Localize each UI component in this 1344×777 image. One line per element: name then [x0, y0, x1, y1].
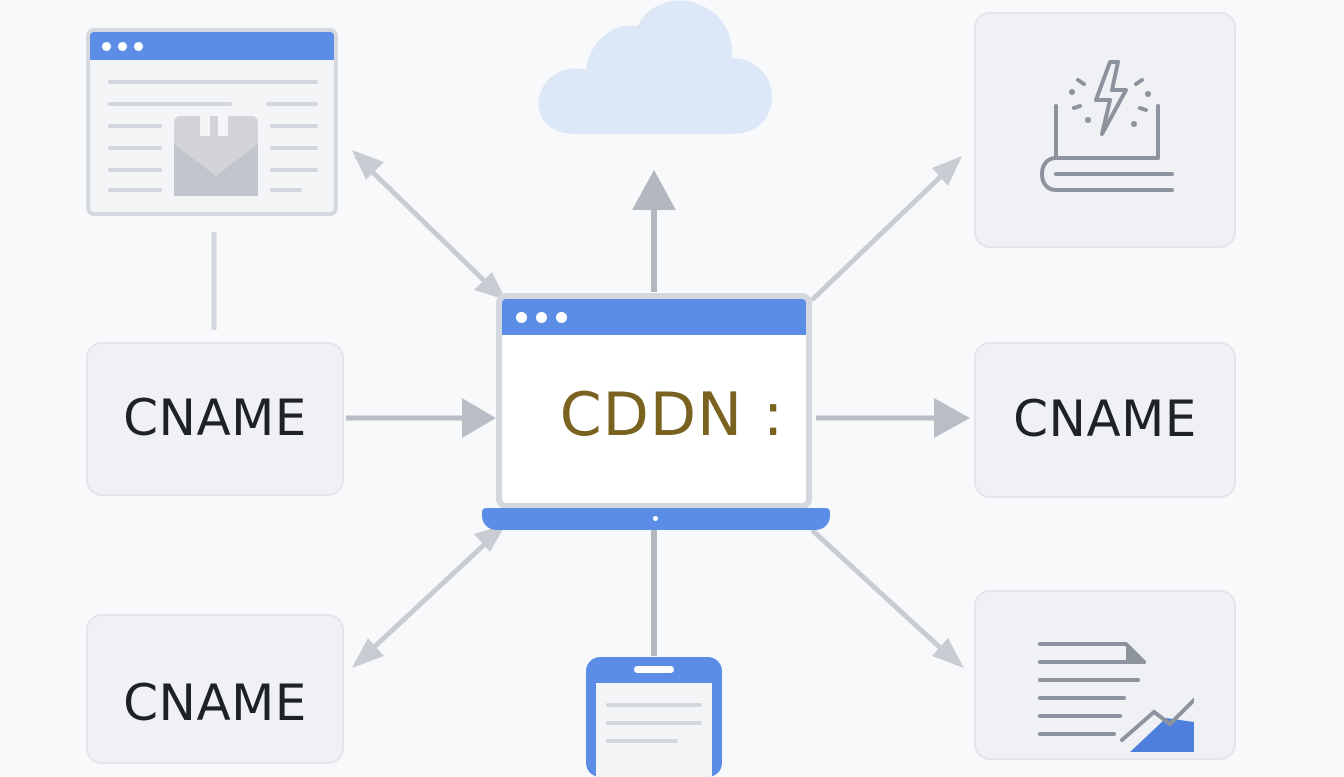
page-content-lines — [108, 80, 318, 196]
arrowhead-browser-end — [474, 272, 506, 300]
mobile-phone-icon — [586, 657, 722, 777]
phone-content-lines — [606, 703, 702, 743]
cname-label: CNAME — [123, 389, 307, 447]
connector-laptop-fast — [810, 158, 960, 302]
document-chart-card — [974, 590, 1236, 760]
window-dot — [118, 42, 127, 51]
window-dot — [536, 312, 547, 323]
cname-node-right: CNAME — [974, 342, 1236, 498]
window-dot — [134, 42, 143, 51]
cname-label: CNAME — [1013, 390, 1197, 448]
cname-node-left: CNAME — [86, 342, 344, 496]
web-page-icon — [86, 28, 338, 216]
window-dot — [516, 312, 527, 323]
laptop-notch — [653, 516, 658, 521]
laptop-title-bar — [502, 299, 806, 335]
arrowhead-bottom-laptop — [474, 524, 506, 552]
cname-node-bottom-left: CNAME — [86, 614, 344, 764]
arrowhead-cloud — [632, 170, 676, 210]
arrowhead-cname-left — [462, 398, 496, 438]
arrowhead-cname-right — [934, 398, 970, 438]
inbox-tray-icon — [174, 116, 258, 196]
cname-label: CNAME — [123, 674, 307, 732]
window-dot — [102, 42, 111, 51]
connector-cname-bottom-laptop — [354, 528, 502, 666]
laptop-base — [482, 508, 830, 530]
connector-laptop-doc — [810, 528, 960, 666]
window-dot — [556, 312, 567, 323]
arrowhead-bottom-start — [352, 638, 384, 668]
arrowhead-browser-start — [352, 150, 384, 180]
cloud-icon — [538, 0, 773, 134]
connector-browser-laptop — [354, 154, 502, 298]
center-title: CDDN : — [559, 380, 785, 450]
document-chart-icon — [1038, 642, 1194, 752]
connectors-layer — [211, 150, 970, 668]
arrowhead-doc — [932, 638, 964, 668]
browser-title-bar — [90, 32, 334, 60]
fast-delivery-card — [974, 12, 1236, 248]
laptop-icon — [496, 293, 812, 509]
arrowhead-fast — [932, 156, 962, 186]
lightning-book-icon — [1040, 60, 1174, 192]
phone-speaker — [634, 666, 674, 673]
phone-screen — [596, 683, 712, 777]
